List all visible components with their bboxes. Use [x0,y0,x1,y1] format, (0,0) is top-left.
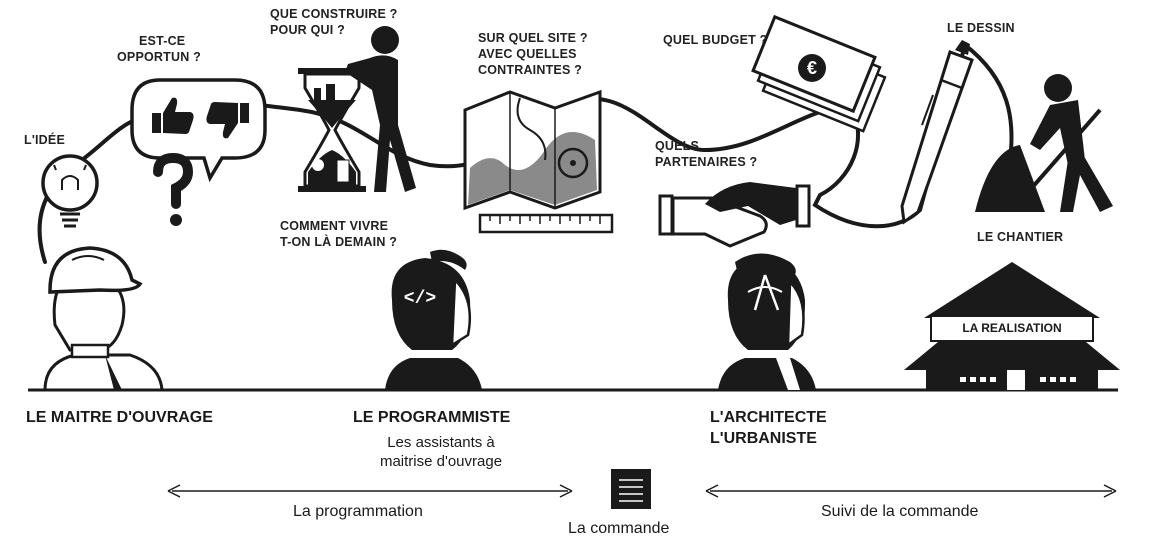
maitre-ouvrage-figure-icon [43,246,164,392]
phase-programmation: La programmation [293,503,423,520]
hourglass-icon [298,68,366,192]
handshake-icon [658,182,811,248]
question-mark-icon [153,152,194,226]
role-maitre-ouvrage: LE MAITRE D'OUVRAGE [26,409,213,426]
construction-worker-icon [975,74,1113,212]
document-icon [611,469,651,509]
speech-bubble-icon [130,78,267,183]
map-icon [463,89,602,211]
label-vivre: COMMENT VIVRE T-ON LÀ DEMAIN ? [280,219,398,249]
thumbs-up-icon [152,97,194,134]
architecte-figure-icon [718,253,816,390]
svg-text:</>: </> [404,289,436,309]
label-idee: L'IDÉE [24,133,65,147]
label-opportun: EST-CE OPPORTUN ? [117,34,201,64]
label-budget: QUEL BUDGET ? [663,33,768,47]
programmation-arrow [167,484,573,498]
lightbulb-icon [41,154,99,228]
label-realisation: LA REALISATION [930,315,1094,342]
banknotes-icon: € [751,14,887,133]
label-dessin: LE DESSIN [947,21,1015,35]
programmiste-figure-icon: </> [385,249,482,390]
thumbs-down-icon [206,102,249,139]
building-icon [904,262,1120,390]
label-site: SUR QUEL SITE ? AVEC QUELLES CONTRAINTES… [478,31,588,77]
ruler-icon [478,213,614,234]
suivi-arrow [705,484,1117,498]
svg-text:€: € [807,58,817,78]
label-partenaires: QUELS PARTENAIRES ? [655,139,758,169]
role-architecte: L'ARCHITECTE L'URBANISTE [710,409,827,447]
person-figure-icon [345,26,416,192]
label-chantier: LE CHANTIER [977,230,1064,244]
role-programmiste: LE PROGRAMMISTE [353,409,511,426]
label-construire: QUE CONSTRUIRE ? POUR QUI ? [270,7,398,37]
pen-icon [900,40,974,225]
phase-commande: La commande [568,520,670,537]
phase-suivi: Suivi de la commande [821,503,979,520]
role-programmiste-sub: Les assistants à maitrise d'ouvrage [379,434,503,470]
